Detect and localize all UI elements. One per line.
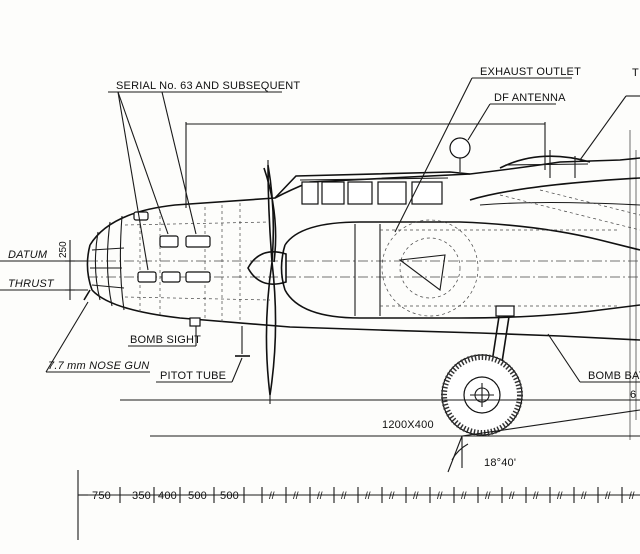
ground-lines	[120, 399, 640, 473]
scale-repeat-mark: //	[293, 491, 299, 502]
scale-repeat-mark: //	[605, 491, 611, 502]
label-serial: SERIAL No. 63 AND SUBSEQUENT	[116, 80, 300, 92]
propeller	[247, 160, 287, 404]
scale-dim-label: 500	[188, 490, 207, 502]
nose-window-upper-1	[159, 235, 179, 248]
scale-repeat-mark: //	[317, 491, 323, 502]
cockpit-canopy	[274, 150, 591, 205]
scale-dim-label: 750	[92, 490, 111, 502]
label-corner-right: 6	[630, 389, 636, 401]
scale-repeat-mark: //	[437, 491, 443, 502]
scale-repeat-mark: //	[389, 491, 395, 502]
scale-repeat-mark: //	[581, 491, 587, 502]
scale-repeat-mark: //	[629, 491, 635, 502]
label-pitot: PITOT TUBE	[160, 370, 226, 382]
annotations: SERIAL No. 63 AND SUBSEQUENT EXHAUST OUT…	[8, 66, 640, 469]
scale-dim-label: 500	[220, 490, 239, 502]
nose-window-upper-2	[185, 235, 211, 248]
leader-lines	[45, 77, 640, 383]
scale-dim-label: 400	[158, 490, 177, 502]
scale-repeat-mark: //	[533, 491, 539, 502]
nose-window-lower-2	[161, 271, 181, 283]
nose-window-lower-3	[185, 271, 211, 283]
scale-repeat-mark: //	[365, 491, 371, 502]
nose-window-lower-1	[137, 271, 157, 283]
scale-repeat-mark: //	[269, 491, 275, 502]
label-nose-gun: 7.7 mm NOSE GUN	[48, 360, 149, 372]
scale-repeat-mark: //	[509, 491, 515, 502]
fittings	[83, 289, 250, 357]
label-exhaust: EXHAUST OUTLET	[480, 66, 581, 78]
label-bomb-sight: BOMB SIGHT	[130, 334, 201, 346]
label-angle: 18°40'	[484, 457, 516, 469]
scale-repeat-mark: //	[413, 491, 419, 502]
engine-nacelle	[280, 219, 640, 319]
scale-repeat-mark: //	[485, 491, 491, 502]
scale-repeat-mark: //	[557, 491, 563, 502]
landing-gear	[441, 305, 523, 436]
label-datum-offset: 250	[58, 241, 69, 258]
right-edge-shading	[629, 130, 637, 440]
scale-repeat-mark: //	[461, 491, 467, 502]
label-thrust: THRUST	[8, 278, 55, 290]
label-wheel-size: 1200X400	[382, 419, 434, 431]
fuselage	[86, 157, 640, 341]
scale-dim-label: 350	[132, 490, 151, 502]
scale-repeat-mark: //	[341, 491, 347, 502]
label-df-antenna: DF ANTENNA	[494, 92, 566, 104]
label-datum: DATUM	[8, 249, 48, 261]
label-bomb-bay: BOMB BAY F	[588, 370, 640, 382]
antenna	[185, 122, 546, 208]
label-corner-top: T	[632, 67, 639, 79]
df-antenna-loop	[449, 137, 471, 159]
wing	[469, 177, 640, 231]
station-scale: 750 350 400 500 500 // // // // // // // // // // // // /…	[77, 470, 640, 540]
